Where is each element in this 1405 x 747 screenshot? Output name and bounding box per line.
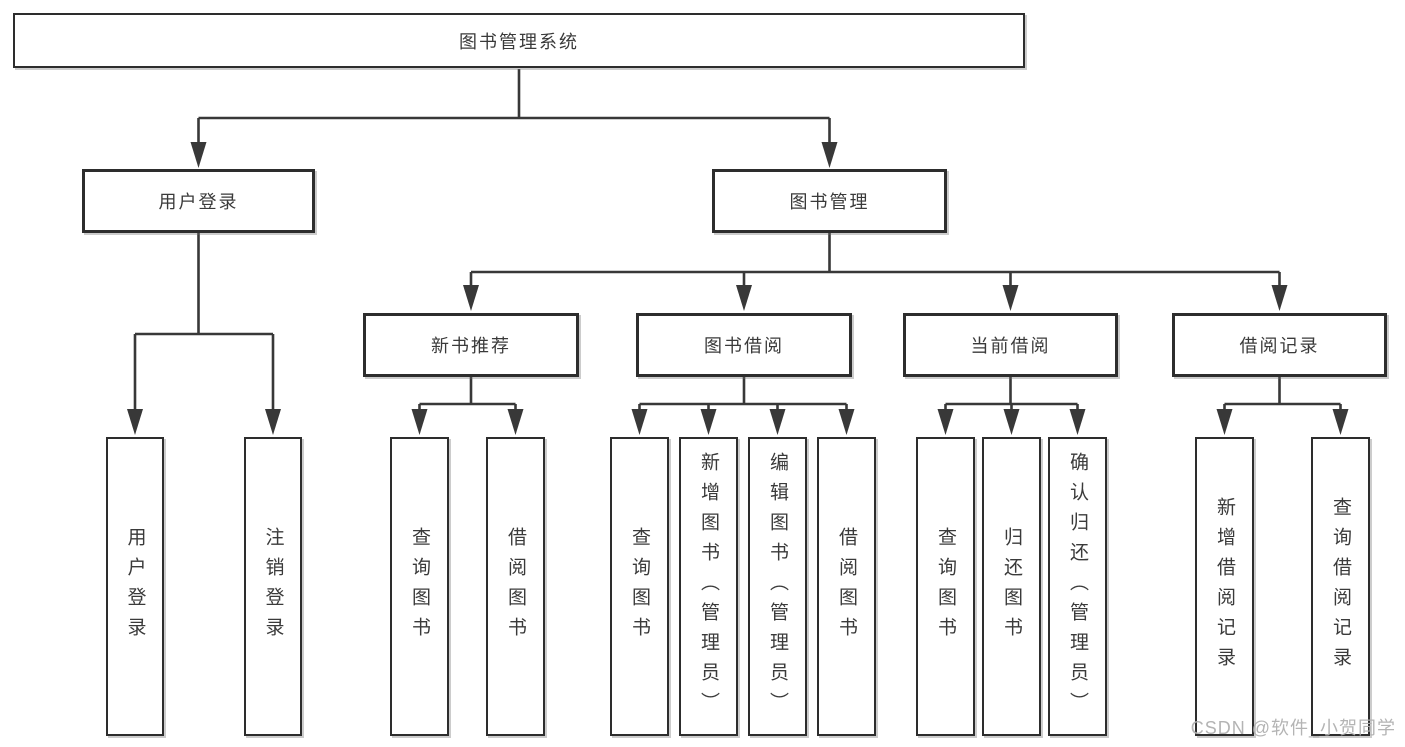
connector-root-to-level2	[190, 69, 838, 168]
leaf-borrow-borrow-books: 借阅图书	[817, 437, 876, 736]
arrowhead-icon	[769, 409, 786, 435]
connector-borrow-to-leaves	[631, 377, 855, 435]
leaf-logout: 注销登录	[244, 437, 302, 736]
arrowhead-icon	[507, 409, 524, 435]
node-label: 用户登录	[124, 526, 146, 647]
csdn-watermark: CSDN @软件_小贺同学	[1190, 718, 1396, 738]
arrowhead-icon	[1003, 409, 1020, 435]
leaf-user-login: 用户登录	[106, 437, 164, 736]
node-label: 新增借阅记录	[1214, 496, 1235, 677]
node-label: 新书推荐	[431, 336, 511, 356]
arrowhead-icon	[127, 409, 143, 435]
leaf-current-return-books: 归还图书	[982, 437, 1041, 736]
node-label: 新增图书（管理员）	[698, 451, 719, 722]
arrowhead-icon	[463, 285, 479, 311]
leaf-borrow-add-books-admin: 新增图书（管理员）	[679, 437, 738, 736]
connector-login-to-leaves	[127, 233, 281, 435]
arrowhead-icon	[631, 409, 648, 435]
arrowhead-icon	[736, 285, 752, 311]
arrowhead-icon	[1216, 409, 1233, 435]
node-label: 用户登录	[158, 192, 239, 212]
node-label: 图书借阅	[704, 336, 784, 356]
leaf-record-add-borrow-record: 新增借阅记录	[1195, 437, 1254, 736]
node-user-login: 用户登录	[82, 169, 315, 233]
node-label: 编辑图书（管理员）	[767, 451, 788, 722]
node-label: 图书管理系统	[459, 31, 579, 52]
leaf-recommend-borrow-books: 借阅图书	[486, 437, 545, 736]
arrowhead-icon	[1069, 409, 1086, 435]
node-label: 借阅图书	[836, 526, 857, 647]
arrowhead-icon	[1002, 285, 1019, 311]
leaf-borrow-query-books: 查询图书	[610, 437, 669, 736]
leaf-current-confirm-return-admin: 确认归还（管理员）	[1048, 437, 1107, 736]
node-label: 归还图书	[1001, 526, 1022, 647]
node-label: 图书管理	[789, 192, 870, 212]
arrowhead-icon	[190, 142, 207, 168]
node-label: 查询图书	[409, 526, 430, 647]
connector-recommend-to-leaves	[411, 377, 524, 435]
arrowhead-icon	[265, 409, 281, 435]
node-new-book-recommendation: 新书推荐	[363, 313, 579, 377]
arrowhead-icon	[821, 142, 838, 168]
arrowhead-icon	[937, 409, 954, 435]
leaf-recommend-query-books: 查询图书	[390, 437, 449, 736]
arrowhead-icon	[700, 409, 717, 435]
node-label: 查询图书	[935, 526, 956, 647]
arrowhead-icon	[838, 409, 855, 435]
connector-record-to-leaves	[1216, 377, 1349, 435]
node-label: 借阅记录	[1239, 336, 1320, 356]
arrowhead-icon	[1332, 409, 1349, 435]
node-library-management-system: 图书管理系统	[13, 13, 1025, 68]
arrowhead-icon	[411, 409, 428, 435]
leaf-record-query-borrow-record: 查询借阅记录	[1311, 437, 1370, 736]
node-current-borrowing: 当前借阅	[903, 313, 1118, 377]
leaf-current-query-books: 查询图书	[916, 437, 975, 736]
node-label: 注销登录	[262, 526, 284, 647]
leaf-borrow-edit-books-admin: 编辑图书（管理员）	[748, 437, 807, 736]
node-label: 查询图书	[629, 526, 650, 647]
node-book-management: 图书管理	[712, 169, 947, 233]
node-label: 确认归还（管理员）	[1067, 451, 1088, 722]
node-label: 当前借阅	[970, 336, 1051, 356]
arrowhead-icon	[1271, 285, 1288, 311]
connector-current-to-leaves	[937, 377, 1086, 435]
node-label: 借阅图书	[505, 526, 526, 647]
connector-management-to-level3	[463, 233, 1288, 311]
node-book-borrowing: 图书借阅	[636, 313, 852, 377]
node-borrowing-records: 借阅记录	[1172, 313, 1387, 377]
node-label: 查询借阅记录	[1330, 496, 1351, 677]
